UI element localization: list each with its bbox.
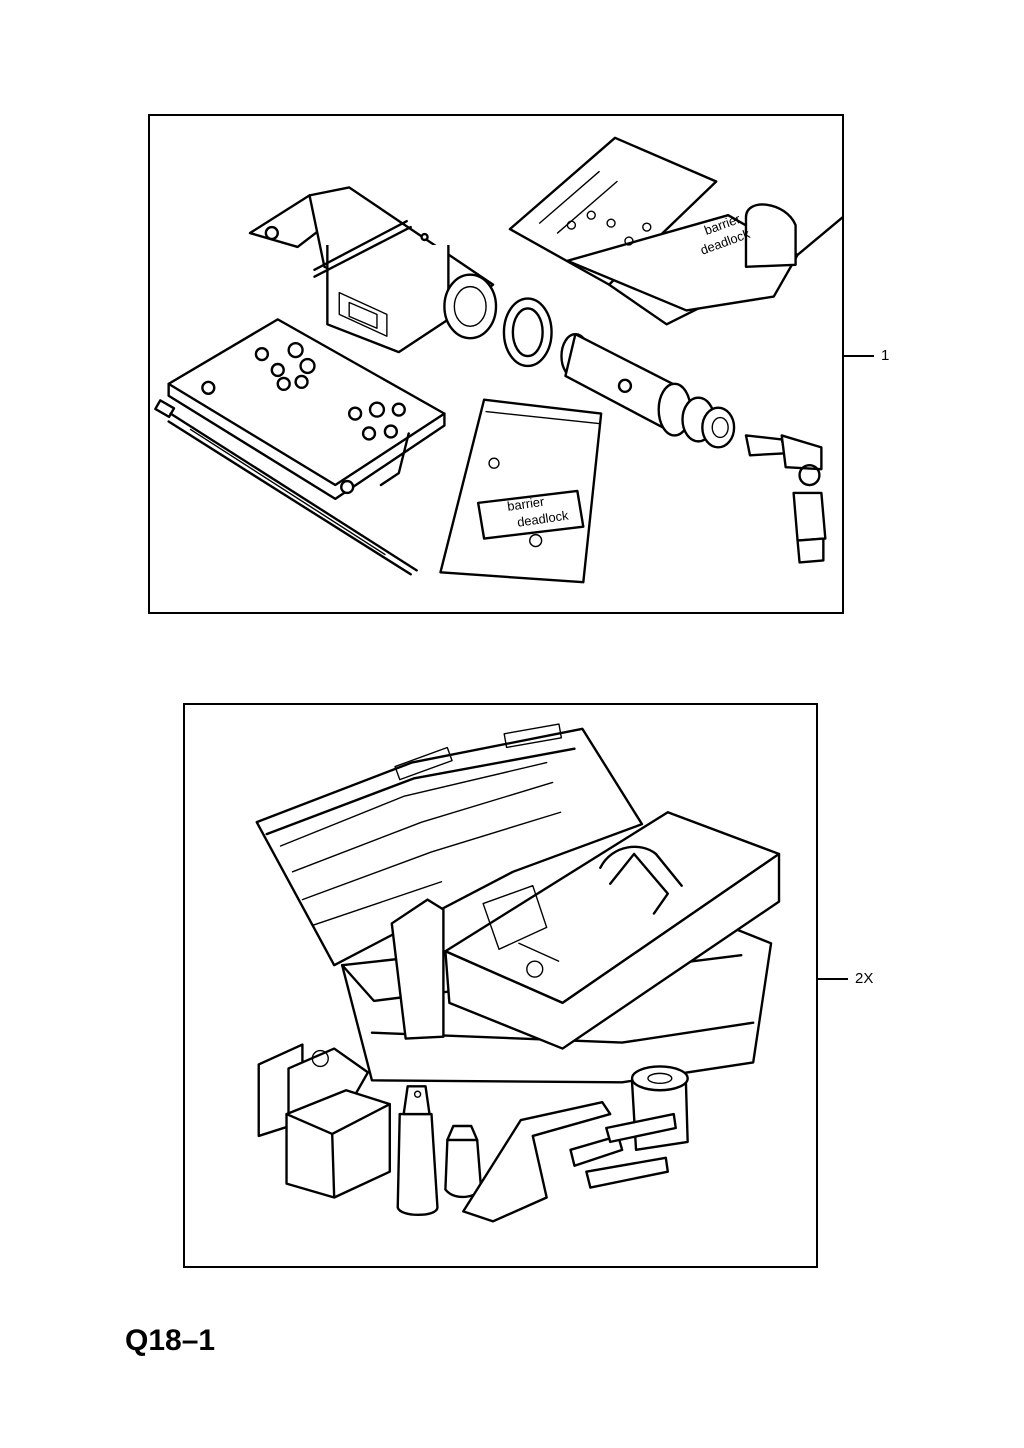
lock-bracket [248, 186, 498, 354]
mounting-plate [167, 318, 446, 501]
page-code: Q18–1 [125, 1324, 216, 1357]
callout-leader-1 [844, 355, 874, 357]
small-boxes [257, 1043, 391, 1199]
small-bag-product-text: deadlock [516, 508, 570, 530]
callout-leader-2 [818, 978, 848, 980]
callout-label-1: 1 [881, 347, 890, 364]
bracket-parts [462, 1100, 677, 1223]
toolbox-kit-figure [183, 703, 818, 1268]
lock-cylinder [560, 333, 736, 449]
parts-bag-small: barrier deadlock [439, 398, 603, 584]
parts-bag-large: barrier deadlock [508, 136, 842, 326]
deadlock-kit-illustration: barrier deadlock barrier deadlock [154, 136, 842, 584]
small-container [444, 1124, 483, 1199]
deadlock-kit-figure: barrier deadlock barrier deadlock [148, 114, 844, 614]
tape-roll [630, 1065, 689, 1152]
toolbox-lid [255, 723, 644, 967]
callout-label-2x: 2X [855, 970, 874, 987]
o-ring [502, 297, 553, 368]
tray-tools [390, 898, 560, 1040]
small-bag-brand-text: barrier [506, 494, 546, 514]
toolbox-tray [444, 811, 781, 1050]
cable-tie [154, 399, 418, 576]
keys [744, 434, 827, 564]
toolbox-kit-illustration [255, 723, 781, 1223]
bottle [396, 1085, 439, 1217]
